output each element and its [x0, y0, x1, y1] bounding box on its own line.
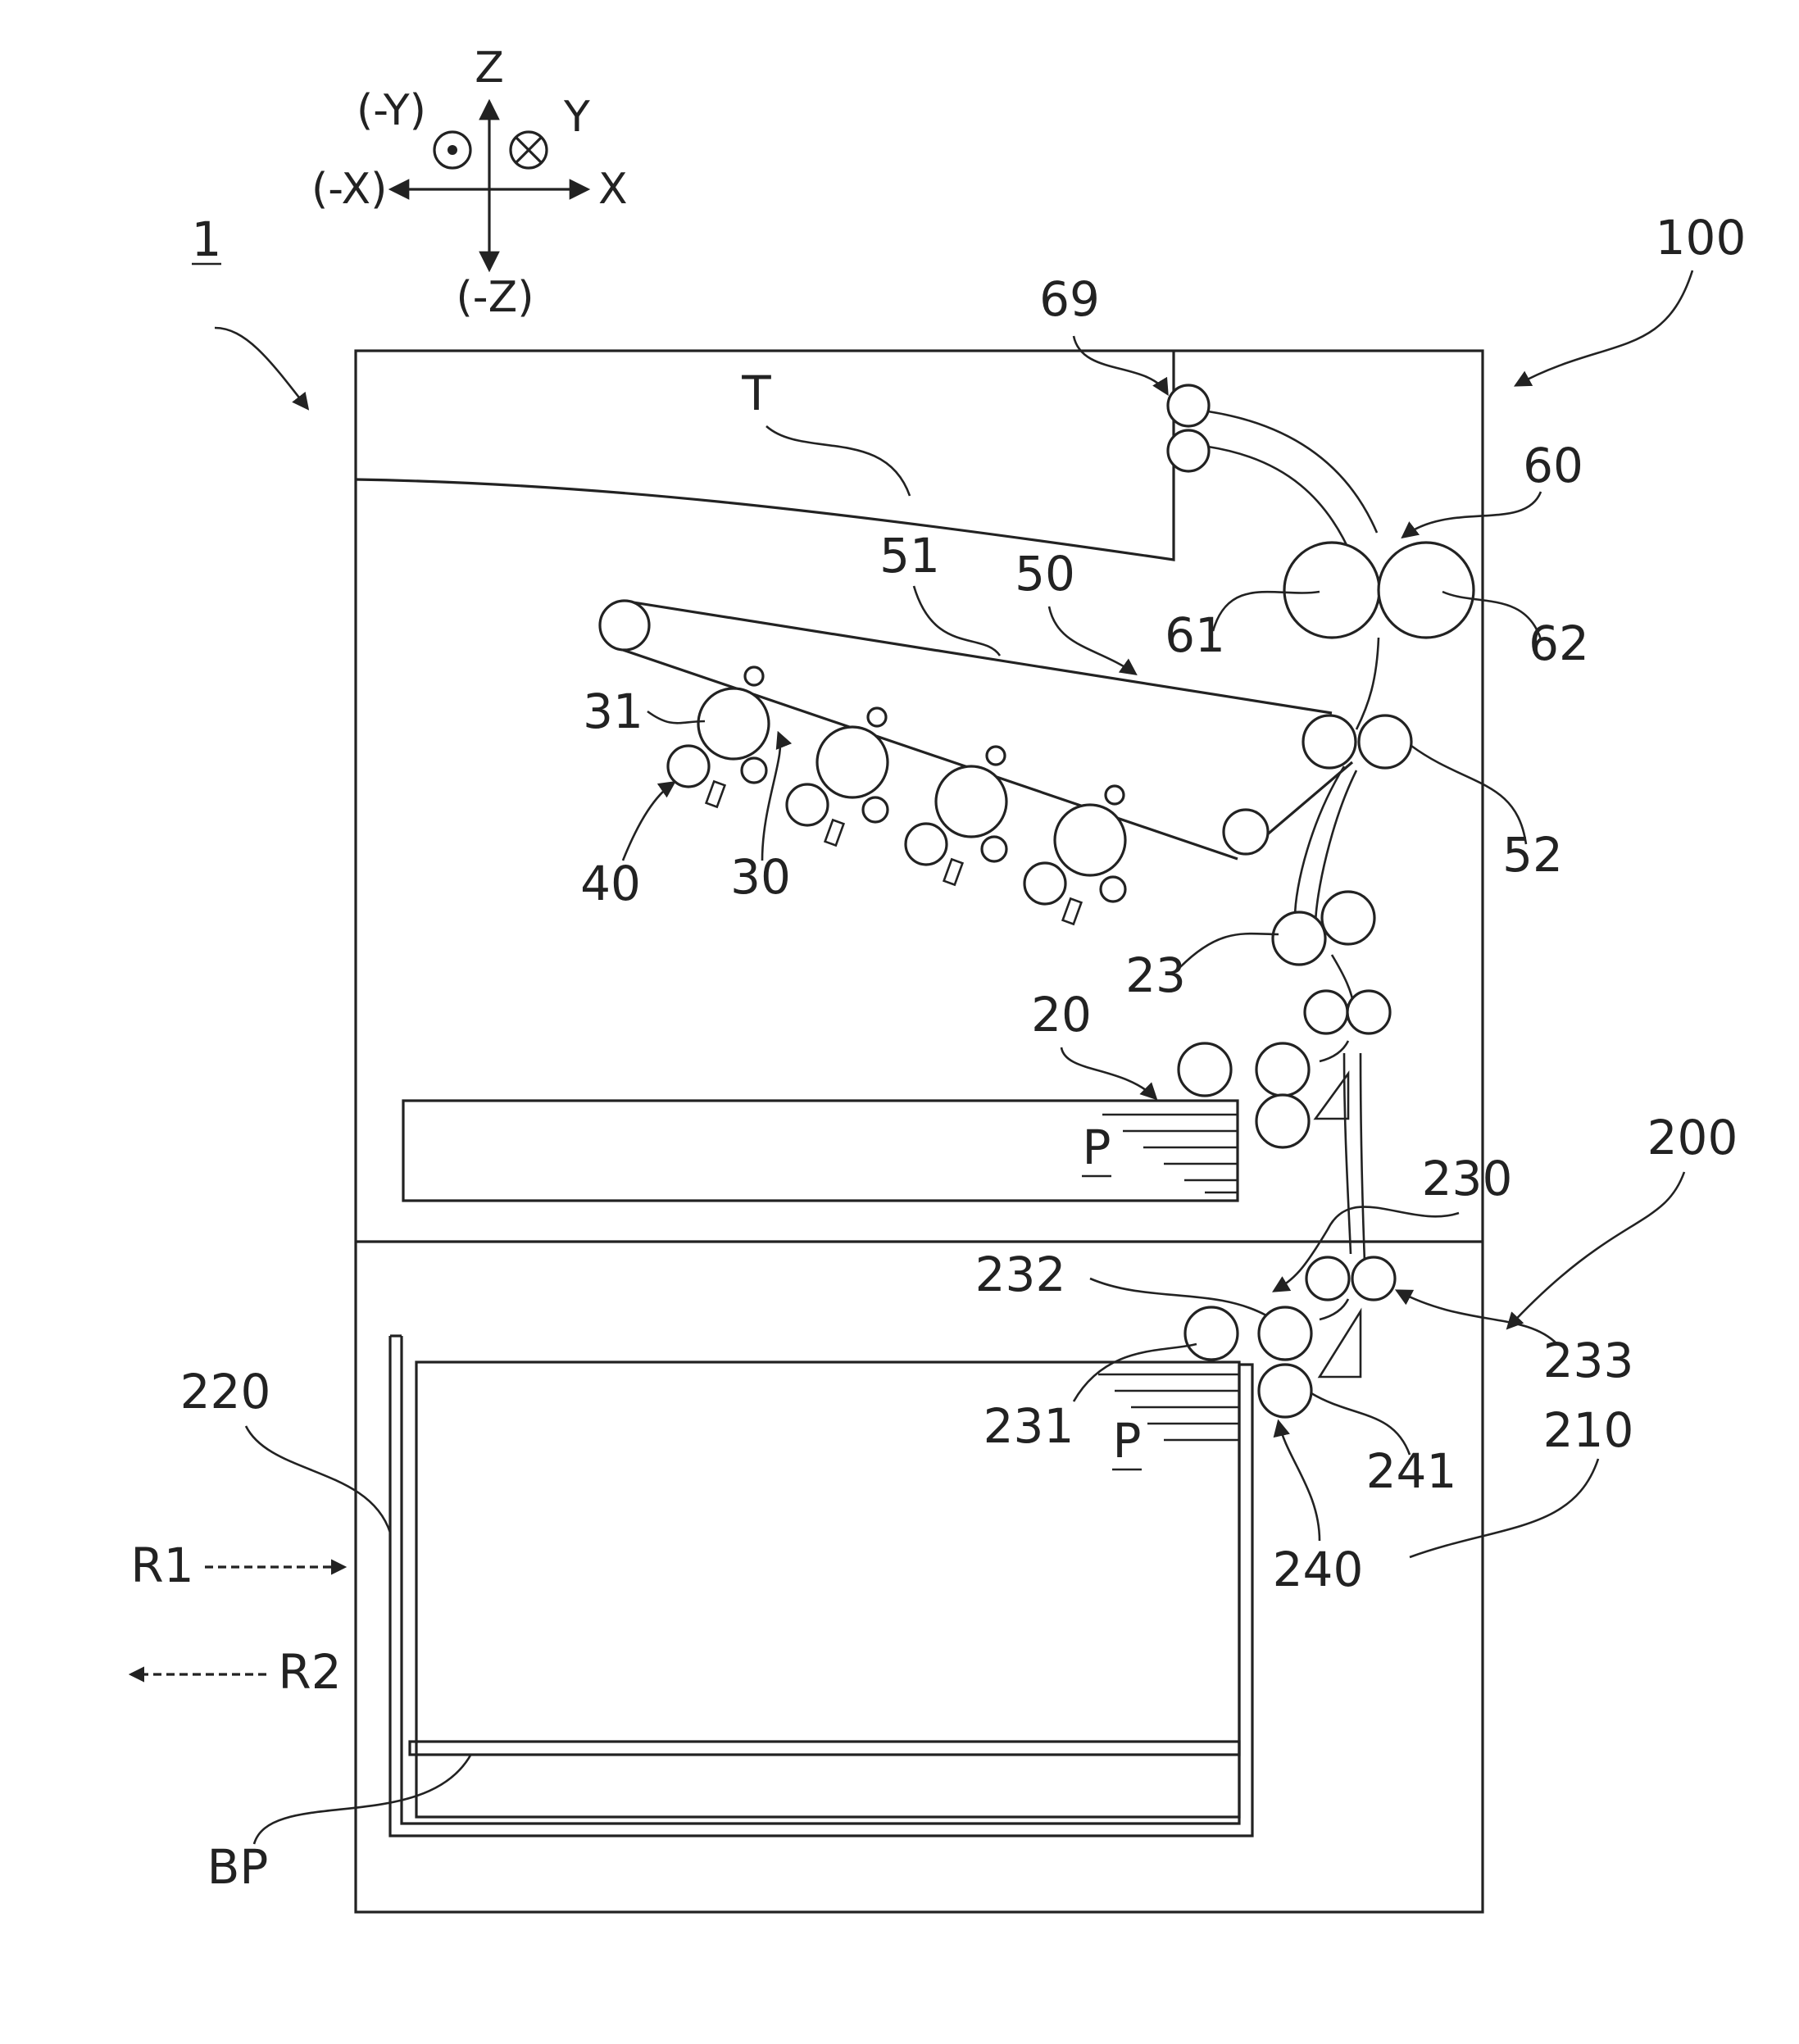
secondary-transfer-roller-52: [1359, 715, 1411, 768]
upper-paper-stack: [1102, 1115, 1238, 1192]
feed-roller: [1256, 1043, 1309, 1096]
label-P-upper: P: [1083, 1120, 1111, 1175]
upper-conveyance-roller-right: [1347, 991, 1390, 1033]
lower-paper-tray-210: [390, 1336, 1252, 1836]
label-20: 20: [1031, 987, 1092, 1042]
axis-label-y: Y: [563, 93, 590, 142]
label-62: 62: [1529, 615, 1589, 671]
label-1: 1: [192, 211, 222, 267]
upper-conveyance-roller-left: [1305, 991, 1347, 1033]
image-forming-unit-2: [787, 708, 888, 846]
lower-separation-guide: [1320, 1311, 1361, 1377]
pickup-roller-231: [1185, 1307, 1238, 1360]
label-50: 50: [1015, 546, 1075, 602]
label-R2: R2: [278, 1644, 341, 1700]
label-200: 200: [1647, 1110, 1738, 1165]
retard-roller-241: [1259, 1365, 1311, 1417]
roller-69-lower: [1168, 430, 1209, 471]
roller-23-left: [1273, 912, 1325, 965]
axis-label-x: X: [598, 165, 628, 214]
label-30: 30: [730, 849, 791, 905]
roller-233-right: [1352, 1257, 1395, 1300]
pickup-roller: [1179, 1043, 1231, 1096]
axis-label-neg-x: (-X): [311, 165, 387, 214]
label-230: 230: [1422, 1151, 1513, 1206]
axis-label-z: Z: [475, 43, 504, 93]
label-60: 60: [1523, 438, 1583, 493]
label-R1: R1: [130, 1538, 193, 1593]
label-P-lower: P: [1113, 1413, 1142, 1469]
into-page-icon: [511, 132, 547, 168]
label-210: 210: [1543, 1402, 1634, 1458]
label-31: 31: [583, 684, 643, 739]
image-forming-unit-4: [1024, 786, 1125, 924]
retard-roller: [1256, 1095, 1309, 1147]
label-T: T: [741, 366, 771, 421]
label-233: 233: [1543, 1333, 1634, 1388]
label-23: 23: [1125, 947, 1186, 1003]
separation-guide: [1315, 1074, 1348, 1119]
label-40: 40: [580, 856, 641, 911]
belt-drive-roller: [1303, 715, 1356, 768]
coordinate-axes: Z (-Z) X (-X) Y (-Y): [311, 43, 628, 322]
pressure-roller-62: [1379, 543, 1474, 638]
label-240: 240: [1273, 1542, 1364, 1597]
label-69: 69: [1039, 271, 1100, 327]
roller-233-left: [1306, 1257, 1349, 1300]
label-241: 241: [1366, 1443, 1457, 1499]
label-220: 220: [180, 1364, 271, 1419]
image-forming-unit-1: [668, 667, 769, 807]
feed-roller-232: [1259, 1307, 1311, 1360]
axis-label-neg-y: (-Y): [357, 86, 426, 135]
apparatus-label: 1: [192, 211, 307, 408]
roller-69-upper: [1168, 385, 1209, 426]
image-forming-unit-3: [906, 747, 1006, 885]
label-61: 61: [1165, 607, 1225, 663]
label-231: 231: [984, 1398, 1074, 1454]
label-51: 51: [879, 528, 940, 584]
label-100: 100: [1656, 210, 1747, 266]
label-52: 52: [1502, 827, 1563, 883]
fixing-roller-61: [1284, 543, 1379, 638]
label-232: 232: [975, 1247, 1066, 1302]
upper-paper-cassette: [403, 1101, 1238, 1201]
label-BP: BP: [207, 1839, 269, 1895]
out-of-page-icon: [434, 132, 470, 168]
roller-23-right: [1322, 892, 1374, 944]
axis-label-neg-z: (-Z): [457, 273, 534, 322]
